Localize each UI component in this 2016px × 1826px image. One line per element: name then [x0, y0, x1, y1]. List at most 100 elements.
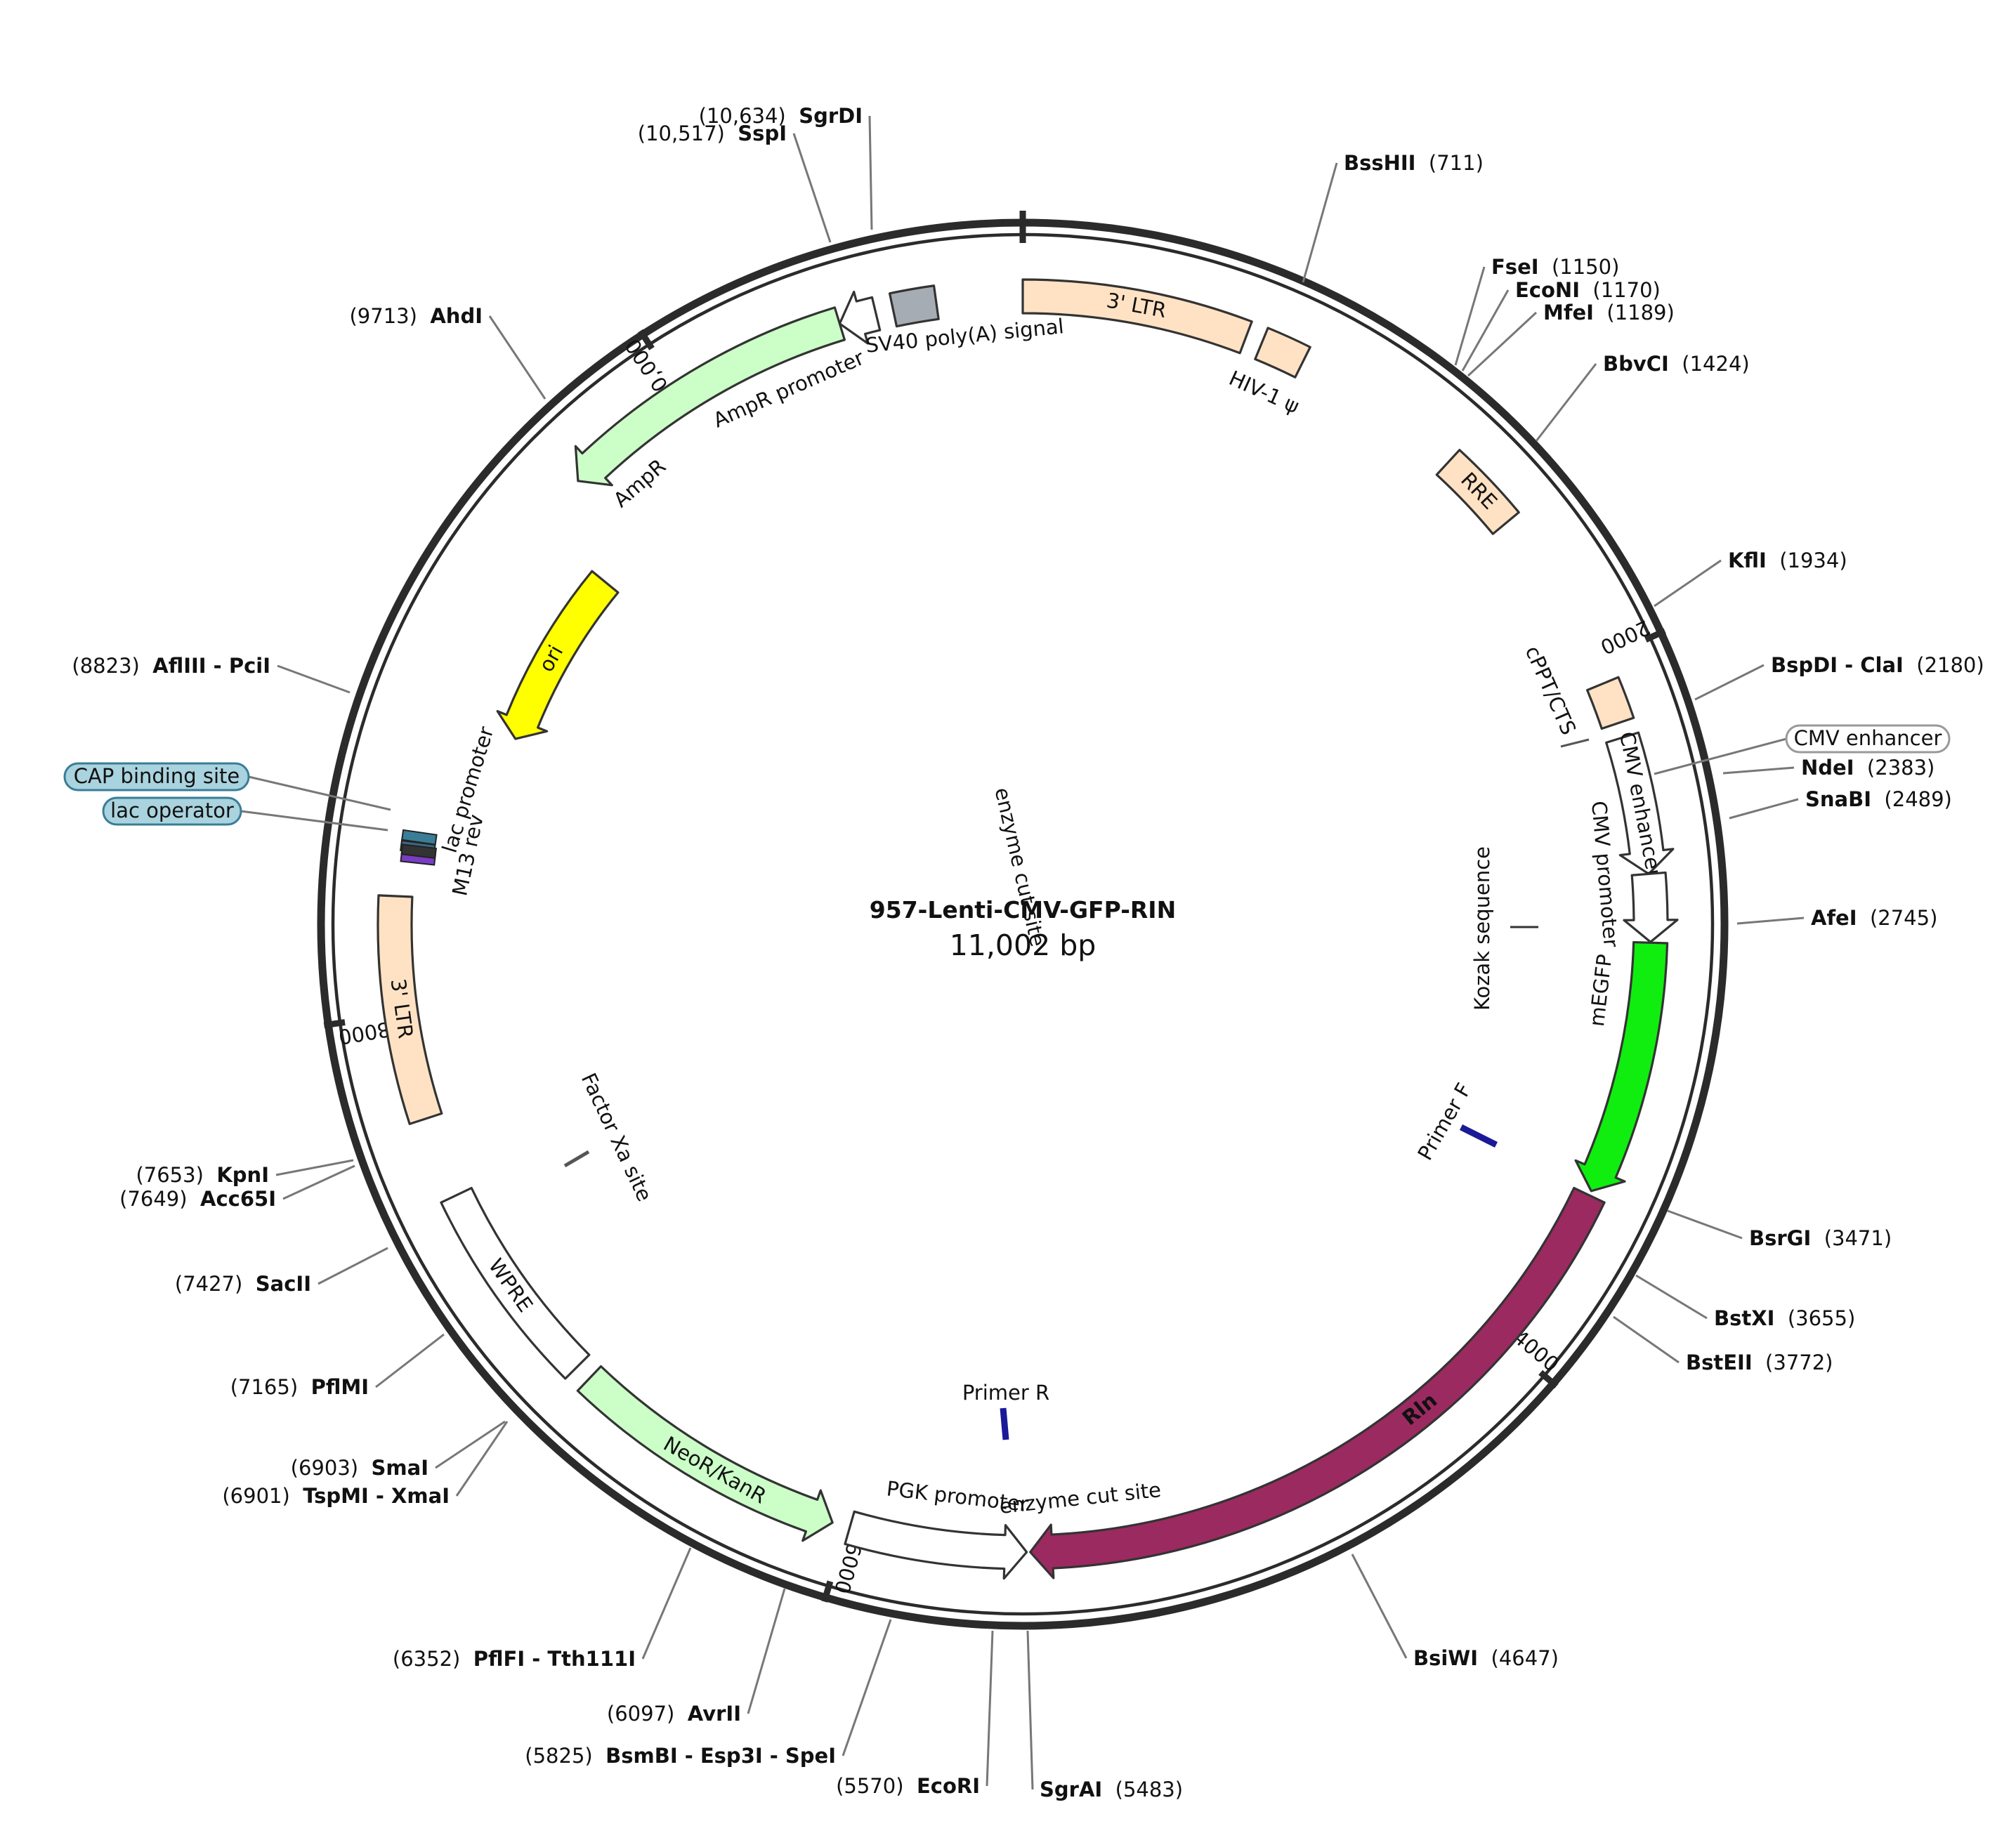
site-name: AhdI	[430, 304, 483, 328]
tick-6000	[821, 1580, 834, 1603]
site-position: (6352)	[393, 1647, 473, 1671]
site-position: (9713)	[349, 304, 430, 328]
boxed-label-cap-binding-site: CAP binding site	[63, 762, 391, 811]
site-position: (2489)	[1871, 787, 1952, 811]
site-label-smai: (6903) SmaI	[291, 1456, 428, 1480]
tick-10000	[637, 329, 655, 350]
site-position: (3471)	[1811, 1226, 1892, 1250]
site-leader-pflfi-tth111i	[641, 1547, 692, 1660]
site-sspi: (10,517) SspI	[638, 121, 832, 243]
small-feature-lac-operator	[400, 843, 438, 860]
site-leader-bstxi	[1635, 1274, 1708, 1320]
site-leader-bspdi-clai	[1694, 664, 1765, 701]
site-position: (5570)	[836, 1774, 917, 1798]
feature-arc-neor-kanr	[576, 1365, 834, 1542]
boxed-leader-lac-operator	[240, 810, 388, 832]
feature-arc-sv40-poly-a-signal	[888, 284, 940, 328]
plasmid-name: 957-Lenti-CMV-GFP-RIN	[870, 896, 1176, 924]
site-ndei: NdeI (2383)	[1722, 756, 1935, 780]
feature-cppt-cts: cPPT/CTS	[1521, 642, 1635, 738]
site-leader-sgrai	[1026, 1630, 1034, 1790]
site-leader-mfei	[1467, 311, 1538, 377]
feature-label-cppt-cts: cPPT/CTS	[1521, 642, 1581, 738]
feature-label-neor-kanr: NeoR/KanR	[660, 1431, 771, 1508]
site-name: EcoNI	[1515, 278, 1580, 302]
site-leader-sgrdi	[868, 115, 873, 230]
site-name: SnaBI	[1805, 787, 1871, 811]
site-position: (3772)	[1753, 1351, 1833, 1374]
site-label-afei: AfeI (2745)	[1811, 906, 1937, 930]
feature-arc-ori	[496, 570, 620, 740]
site-label-kpni: (7653) KpnI	[136, 1163, 269, 1187]
site-position: (10,634)	[699, 104, 799, 128]
feature-arc-cmv-enhancer	[1605, 731, 1675, 875]
site-pflfi-tth111i: (6352) PflFI - Tth111I	[393, 1547, 692, 1671]
site-name: Acc65I	[200, 1187, 276, 1211]
feature-arc-ampr	[574, 306, 846, 487]
site-leader-tspmi-xmai	[455, 1421, 509, 1497]
site-leader-acc65i	[282, 1164, 355, 1200]
site-kpni: (7653) KpnI	[136, 1159, 354, 1187]
site-leader-bsmbi-esp3i-spei	[842, 1619, 892, 1756]
site-leader-bsrgi	[1667, 1209, 1743, 1240]
site-name: BspDI - ClaI	[1771, 653, 1904, 677]
site-position: (1170)	[1580, 278, 1661, 302]
site-name: SacII	[256, 1272, 311, 1296]
factor-xa-marker	[563, 1150, 590, 1168]
site-kfli: KflI (1934)	[1654, 549, 1847, 607]
site-label-bsmbi-esp3i-spei: (5825) BsmBI - Esp3I - SpeI	[525, 1744, 836, 1768]
site-position: (1189)	[1594, 301, 1675, 324]
site-leader-ecori	[986, 1630, 994, 1787]
small-features	[400, 829, 438, 866]
site-position: (7165)	[230, 1375, 311, 1399]
site-label-kfli: KflI (1934)	[1728, 549, 1847, 572]
site-leader-smai	[435, 1420, 506, 1469]
site-acc65i: (7649) Acc65I	[119, 1164, 355, 1211]
site-bsrgi: BsrGI (3471)	[1667, 1209, 1892, 1250]
boxed-leader-cap-binding-site	[248, 775, 391, 811]
site-ecori: (5570) EcoRI	[836, 1630, 994, 1798]
site-sacii: (7427) SacII	[175, 1247, 388, 1296]
site-label-acc65i: (7649) Acc65I	[119, 1187, 276, 1211]
site-label-sgrdi: (10,634) SgrDI	[699, 104, 863, 128]
site-name: BsmBI - Esp3I - SpeI	[606, 1744, 836, 1768]
site-label-ecori: (5570) EcoRI	[836, 1774, 980, 1798]
site-name: FseI	[1491, 255, 1539, 279]
internal-label-primer-f: Primer F	[1413, 1079, 1476, 1164]
boxed-leader-cmv-enhancer	[1654, 737, 1787, 775]
site-position: (1424)	[1669, 352, 1750, 376]
site-sgrdi: (10,634) SgrDI	[699, 104, 873, 230]
feature-arc-3-ltr	[1021, 278, 1253, 355]
tick-4000	[1538, 1370, 1559, 1389]
feature-arc-megfp	[1574, 940, 1669, 1193]
site-name: AfeI	[1811, 906, 1857, 930]
site-bstxi: BstXI (3655)	[1635, 1274, 1855, 1330]
site-ahdi: (9713) AhdI	[349, 304, 546, 400]
site-bsshii: BssHII (711)	[1302, 151, 1484, 283]
site-position: (5483)	[1102, 1778, 1183, 1801]
site-bspdi-clai: BspDI - ClaI (2180)	[1694, 653, 1984, 701]
site-leader-kfli	[1654, 559, 1722, 607]
site-name: SgrDI	[799, 104, 863, 128]
site-label-bspdi-clai: BspDI - ClaI (2180)	[1771, 653, 1984, 677]
site-position: (6903)	[291, 1456, 372, 1480]
feature-arc-cppt-cts	[1586, 676, 1635, 730]
boxed-pill-lac-operator	[102, 796, 242, 826]
feature-label-cmv-promoter: CMV promoter	[1587, 800, 1623, 948]
site-position: (7427)	[175, 1272, 256, 1296]
site-label-bsteii: BstEII (3772)	[1686, 1351, 1833, 1374]
site-label-sspi: (10,517) SspI	[638, 121, 787, 145]
site-name: AflIII - PciI	[152, 654, 270, 678]
site-label-bsiwi: BsiWI (4647)	[1413, 1646, 1559, 1670]
site-leader-bsshii	[1302, 162, 1338, 283]
boxed-pill-cmv-enhancer	[1785, 724, 1951, 754]
site-leader-econi	[1461, 289, 1510, 372]
site-name: SgrAI	[1040, 1778, 1102, 1801]
site-leader-ahdi	[488, 315, 546, 400]
feature-ori: ori	[496, 570, 620, 740]
feature-label-megfp: mEGFP	[1585, 953, 1617, 1027]
boxed-text-cmv-enhancer: CMV enhancer	[1794, 726, 1942, 750]
site-name: BsrGI	[1749, 1226, 1811, 1250]
site-label-bstxi: BstXI (3655)	[1714, 1306, 1855, 1330]
site-position: (2180)	[1904, 653, 1984, 677]
